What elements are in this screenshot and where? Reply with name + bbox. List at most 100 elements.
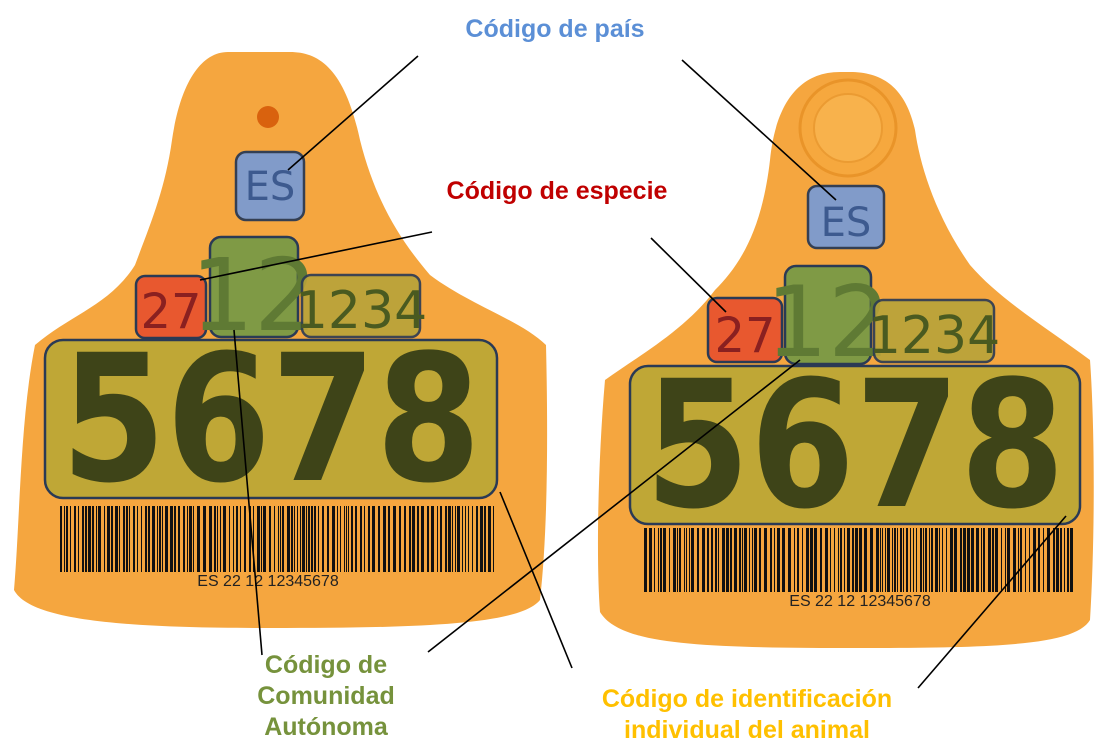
barcode-bar: [476, 506, 478, 572]
barcode-bar: [722, 528, 725, 592]
barcode-bar: [920, 528, 922, 592]
barcode-bar: [774, 528, 775, 592]
species-line-left: [199, 231, 433, 281]
barcode-bar: [906, 528, 908, 592]
barcode-bar: [261, 506, 262, 572]
barcode-bar: [844, 528, 845, 592]
barcode-bar: [1005, 528, 1006, 592]
barcode-bar: [318, 506, 319, 572]
barcode-bar: [197, 506, 200, 572]
barcode-bar: [689, 528, 690, 592]
left-ear-tag: ES 27 12 1234 5678 ES 22 12 12345678: [14, 52, 548, 628]
barcode-bar: [244, 506, 246, 572]
label-individual-line-2: individual del animal: [624, 716, 870, 744]
community-line-right: [427, 359, 801, 653]
barcode-bar: [157, 506, 158, 572]
barcode-bar: [983, 528, 985, 592]
barcode-bar: [929, 528, 930, 592]
barcode-bar: [107, 506, 110, 572]
barcode-bar: [885, 528, 886, 592]
barcode-bar: [488, 506, 491, 572]
barcode-bar: [220, 506, 221, 572]
barcode-bar: [658, 528, 659, 592]
right-barcode-text: ES 22 12 12345678: [789, 593, 931, 610]
barcode-bar: [278, 506, 279, 572]
label-species-code: Código de especie: [412, 176, 702, 207]
barcode-bar: [960, 528, 962, 592]
barcode-bar: [141, 506, 142, 572]
barcode-bar: [88, 506, 91, 572]
barcode-bar: [777, 528, 780, 592]
barcode-bar: [649, 528, 652, 592]
barcode-bar: [946, 528, 947, 592]
barcode-bar: [794, 528, 795, 592]
barcode-bar: [788, 528, 791, 592]
barcode-bar: [939, 528, 940, 592]
barcode-bar: [859, 528, 862, 592]
barcode-bar: [123, 506, 125, 572]
barcode-bar: [257, 506, 260, 572]
barcode-bar: [1067, 528, 1069, 592]
barcode-bar: [378, 506, 380, 572]
barcode-bar: [437, 506, 438, 572]
barcode-bar: [269, 506, 271, 572]
barcode-bar: [431, 506, 434, 572]
barcode-bar: [60, 506, 62, 572]
right-ear-tag: ES 27 12 1234 5678 ES 22 12 12345678: [597, 72, 1094, 648]
right-country-box: ES: [806, 184, 886, 250]
left-province-box: 27: [134, 274, 208, 340]
barcode-bar: [332, 506, 335, 572]
barcode-bar: [967, 528, 970, 592]
barcode-bar: [348, 506, 349, 572]
barcode-bar: [742, 528, 743, 592]
barcode-bar: [417, 506, 419, 572]
barcode-bar: [715, 528, 717, 592]
community-line-left: [233, 329, 263, 656]
barcode-bar: [726, 528, 729, 592]
barcode-bar: [178, 506, 180, 572]
barcode-bar: [465, 506, 466, 572]
barcode-bar: [240, 506, 241, 572]
barcode-bar: [78, 506, 79, 572]
barcode-bar: [852, 528, 854, 592]
barcode-bar: [900, 528, 902, 592]
barcode-bar: [838, 528, 839, 592]
label-community-code: Código de Comunidad Autónoma: [236, 650, 416, 743]
barcode-bar: [679, 528, 681, 592]
barcode-bar: [162, 506, 163, 572]
barcode-bar: [193, 506, 194, 572]
barcode-bar: [126, 506, 128, 572]
barcode-bar: [894, 528, 896, 592]
right-small-number-box: 1234: [868, 298, 1000, 366]
barcode-bar: [300, 506, 301, 572]
barcode-bar: [810, 528, 813, 592]
barcode-bar: [903, 528, 904, 592]
barcode-bar: [327, 506, 329, 572]
barcode-bar: [133, 506, 135, 572]
barcode-bar: [673, 528, 676, 592]
barcode-bar: [814, 528, 817, 592]
barcode-bar: [412, 506, 415, 572]
barcode-bar: [1056, 528, 1059, 592]
barcode-bar: [311, 506, 313, 572]
individual-line-right: [917, 515, 1067, 689]
left-species-code: 12: [190, 237, 317, 354]
barcode-bar: [337, 506, 338, 572]
barcode-bar: [137, 506, 138, 572]
barcode-bar: [383, 506, 386, 572]
label-community-line-3: Autónoma: [264, 713, 388, 741]
barcode-bar: [493, 506, 494, 572]
barcode-bar: [1070, 528, 1073, 592]
barcode-bar: [129, 506, 130, 572]
barcode-bar: [870, 528, 873, 592]
barcode-bar: [152, 506, 155, 572]
barcode-bar: [1047, 528, 1050, 592]
barcode-bar: [294, 506, 295, 572]
barcode-bar: [223, 506, 226, 572]
barcode-bar: [963, 528, 966, 592]
barcode-bar: [427, 506, 429, 572]
barcode-bar: [923, 528, 924, 592]
barcode-bar: [64, 506, 65, 572]
label-species-code-text: Código de especie: [446, 177, 668, 205]
barcode-bar: [677, 528, 678, 592]
